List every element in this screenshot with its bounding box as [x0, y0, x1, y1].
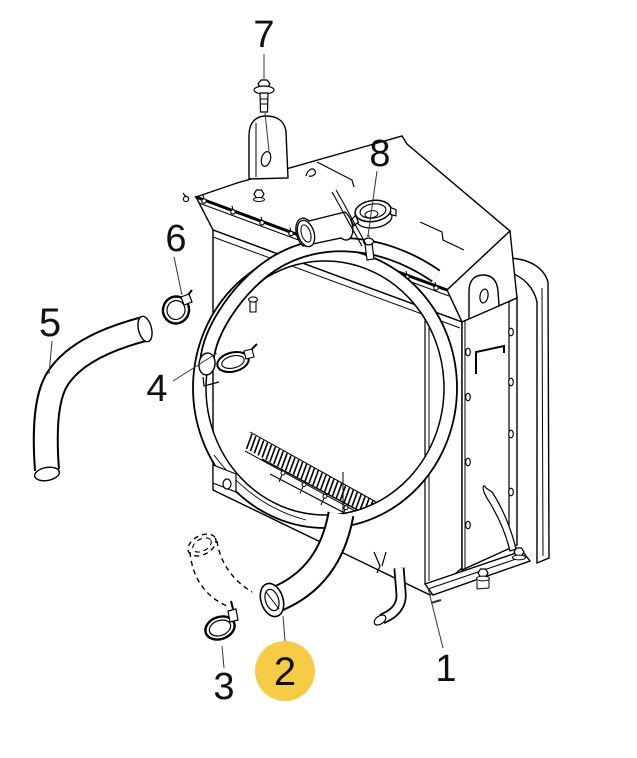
- handle-bracket: [475, 344, 505, 374]
- side-baffle: [508, 257, 550, 565]
- callout-4[interactable]: 4: [146, 368, 167, 410]
- hose-5: [32, 315, 153, 482]
- shroud-screw: [248, 296, 258, 313]
- overflow-fitting: [362, 235, 375, 261]
- callout-5[interactable]: 5: [39, 301, 61, 345]
- callout-1[interactable]: 1: [435, 648, 456, 690]
- rivet-holes: [465, 327, 514, 530]
- drain-tube: [373, 551, 407, 626]
- foot-bolt: [476, 568, 490, 590]
- stamp-mark: [305, 168, 317, 177]
- radiator-cap: [350, 199, 397, 229]
- callout-7[interactable]: 7: [253, 14, 274, 56]
- plate-bolt: [253, 189, 265, 202]
- side-channel: [461, 296, 518, 572]
- upper-hose: [198, 237, 441, 387]
- overflow-tube-lines: [331, 189, 367, 247]
- callout-3[interactable]: 3: [213, 666, 234, 708]
- bottom-bracket: [373, 547, 532, 626]
- back-edge-step: [419, 221, 465, 251]
- back-edge-step: [316, 161, 355, 188]
- callout-8[interactable]: 8: [369, 133, 390, 175]
- hose-clamp-3: [204, 600, 239, 641]
- hose-clamp-on-upper-hose: [216, 343, 258, 373]
- hose-clamp-6: [161, 289, 193, 325]
- rail-end-bolt: [182, 192, 190, 203]
- lower-hose: [259, 511, 355, 618]
- core-fins: [244, 431, 441, 515]
- leader-lines: [48, 54, 444, 669]
- highlight-balloon[interactable]: [255, 641, 315, 701]
- flange-bolt: [253, 79, 275, 113]
- corner-brace: [482, 485, 517, 552]
- panel-corner-block: [212, 464, 237, 493]
- callout-6[interactable]: 6: [165, 218, 186, 260]
- phantom-hose-dashed: [187, 533, 253, 607]
- callout-2[interactable]: 2: [274, 650, 296, 694]
- foot-bolt: [512, 547, 526, 561]
